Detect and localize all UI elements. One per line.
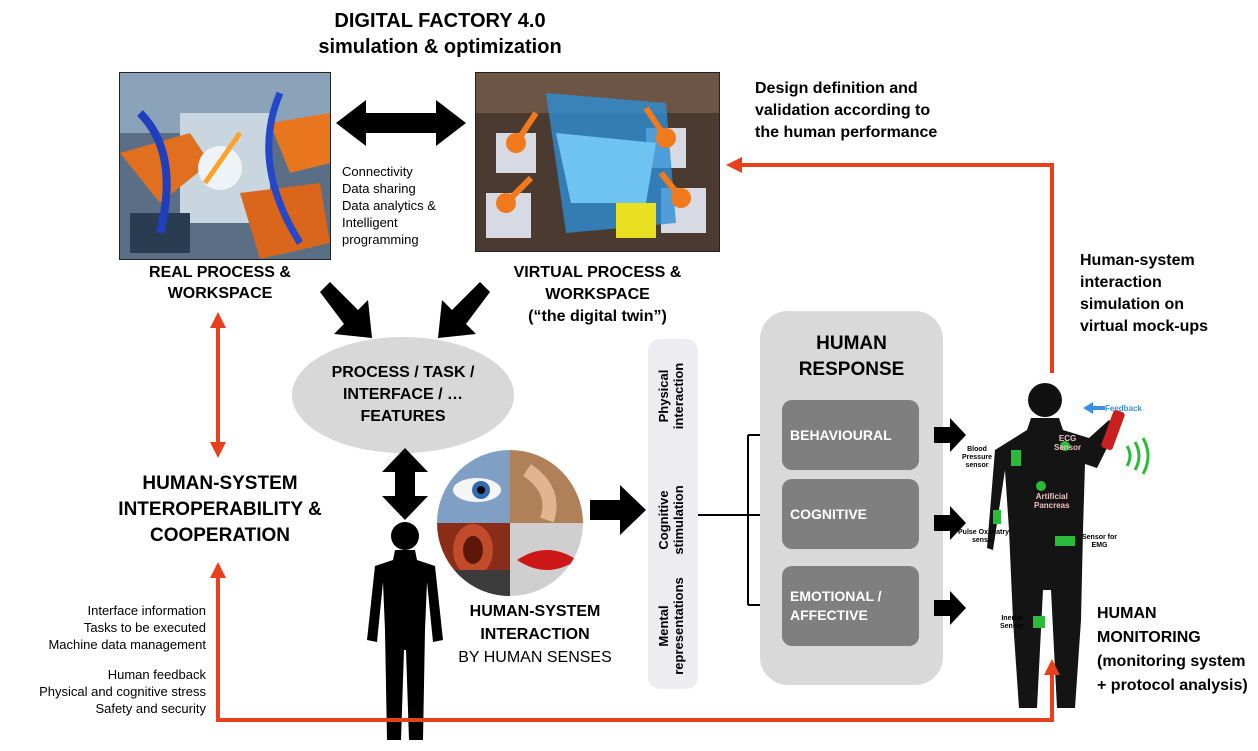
response-title-line-2: RESPONSE — [798, 359, 905, 380]
ecg-sensor-label: ECG Sensor — [1054, 434, 1082, 452]
emotional-output-arrow — [934, 591, 966, 625]
real-process-illustration — [120, 73, 330, 259]
feedback-label: Feedback — [1105, 404, 1142, 413]
connectivity-item: Data analytics & — [342, 198, 436, 213]
sync-double-arrow — [336, 100, 466, 146]
behavioural-box: BEHAVIOURAL — [782, 400, 919, 470]
hs-sim-line-4: virtual mock-ups — [1080, 318, 1209, 335]
hs-sim-line-3: simulation on — [1080, 296, 1184, 313]
pulse-oximetry-label: Pulse Oximatry sensor — [958, 529, 1009, 544]
real-process-line-1: REAL PROCESS & — [149, 264, 291, 281]
inertia-sensor-label: Inertia Sensor — [1000, 615, 1024, 630]
monitoring-line-1: HUMAN — [1097, 605, 1157, 622]
features-text: PROCESS / TASK / INTERFACE / … FEATURES — [332, 362, 475, 428]
design-definition-label: Design definition and validation accordi… — [755, 78, 1015, 144]
design-line-2: validation according to — [755, 102, 931, 119]
interop-line-1: HUMAN-SYSTEM — [142, 473, 298, 494]
virtual-process-line-1: VIRTUAL PROCESS & — [513, 264, 682, 281]
emotional-line-2: AFFECTIVE — [790, 607, 868, 623]
info-item: Interface information — [87, 603, 206, 618]
emg-sensor-label: Sensor for EMG — [1082, 534, 1118, 549]
virtual-process-line-3: (“the digital twin”) — [528, 308, 667, 325]
features-human-double-arrow — [382, 448, 428, 520]
info-item: Machine data management — [48, 637, 206, 652]
hs-sim-line-2: interaction — [1080, 274, 1162, 291]
emotional-box: EMOTIONAL / AFFECTIVE — [782, 566, 919, 646]
interoperability-label: HUMAN-SYSTEM INTEROPERABILITY & COOPERAT… — [100, 471, 340, 549]
human-silhouette-icon — [367, 522, 443, 740]
monitored-human-icon — [987, 383, 1150, 708]
interaction-label: HUMAN-SYSTEM INTERACTION BY HUMAN SENSES — [440, 600, 630, 669]
real-process-label: REAL PROCESS & WORKSPACE — [120, 262, 320, 304]
interop-line-2: INTEROPERABILITY & — [118, 499, 322, 520]
info-item: Tasks to be executed — [83, 620, 206, 635]
virtual-process-image — [475, 72, 720, 252]
monitoring-line-4: + protocol analysis) — [1097, 677, 1248, 694]
info-item: Physical and cognitive stress — [39, 684, 206, 699]
title-line-2: simulation & optimization — [318, 36, 562, 58]
connectivity-item: Data sharing — [342, 181, 416, 196]
virtual-process-illustration — [476, 73, 719, 251]
features-line-1: PROCESS / TASK / — [331, 364, 475, 381]
blood-pressure-label: Blood Pressure sensor — [962, 446, 992, 469]
artificial-pancreas-label: Artificial Pancreas — [1034, 492, 1070, 510]
senses-to-stimuli-arrow — [590, 485, 646, 535]
cognitive-output-arrow — [934, 506, 966, 540]
connectivity-item: Connectivity — [342, 164, 413, 179]
interaction-line-3: BY HUMAN SENSES — [458, 649, 612, 666]
real-process-image — [119, 72, 331, 260]
interop-line-3: COOPERATION — [149, 525, 291, 546]
hs-sim-line-1: Human-system — [1080, 252, 1195, 269]
left-info-list: Interface information Tasks to be execut… — [0, 602, 206, 717]
real-to-features-arrow — [320, 282, 372, 338]
behavioural-label: BEHAVIOURAL — [790, 426, 892, 443]
human-monitoring-label: HUMAN MONITORING (monitoring system + pr… — [1097, 602, 1257, 698]
virtual-process-label: VIRTUAL PROCESS & WORKSPACE (“the digita… — [485, 262, 710, 328]
cognitive-label: COGNITIVE — [790, 505, 868, 522]
interaction-line-1: HUMAN-SYSTEM — [469, 603, 601, 620]
monitoring-line-3: (monitoring system — [1097, 653, 1246, 670]
emotional-line-1: EMOTIONAL / — [790, 588, 882, 604]
features-line-3: FEATURES — [360, 408, 446, 425]
interaction-line-2: INTERACTION — [480, 626, 590, 643]
design-line-3: the human performance — [755, 124, 938, 141]
design-line-1: Design definition and — [755, 80, 918, 97]
monitoring-line-2: MONITORING — [1097, 629, 1201, 646]
info-item: Safety and security — [95, 701, 206, 716]
connectivity-item: Intelligent — [342, 215, 398, 230]
title-line-1: DIGITAL FACTORY 4.0 — [334, 10, 546, 32]
hs-simulation-label: Human-system interaction simulation on v… — [1080, 250, 1250, 338]
response-title-line-1: HUMAN — [816, 333, 887, 354]
virtual-process-line-2: WORKSPACE — [545, 286, 650, 303]
human-response-title: HUMAN RESPONSE — [760, 331, 943, 383]
diagram-title: DIGITAL FACTORY 4.0 simulation & optimiz… — [260, 8, 620, 60]
cognitive-box: COGNITIVE — [782, 479, 919, 549]
features-ellipse: PROCESS / TASK / INTERFACE / … FEATURES — [292, 337, 514, 453]
virtual-to-features-arrow — [438, 282, 490, 338]
features-line-2: INTERFACE / … — [342, 386, 463, 403]
behavioural-output-arrow — [934, 418, 966, 452]
connectivity-item: programming — [342, 232, 419, 247]
connectivity-list: Connectivity Data sharing Data analytics… — [342, 163, 472, 248]
real-process-line-2: WORKSPACE — [167, 285, 273, 302]
info-item: Human feedback — [107, 667, 206, 682]
stimuli-panel: Physical interaction Cognitive stimulati… — [648, 339, 698, 689]
